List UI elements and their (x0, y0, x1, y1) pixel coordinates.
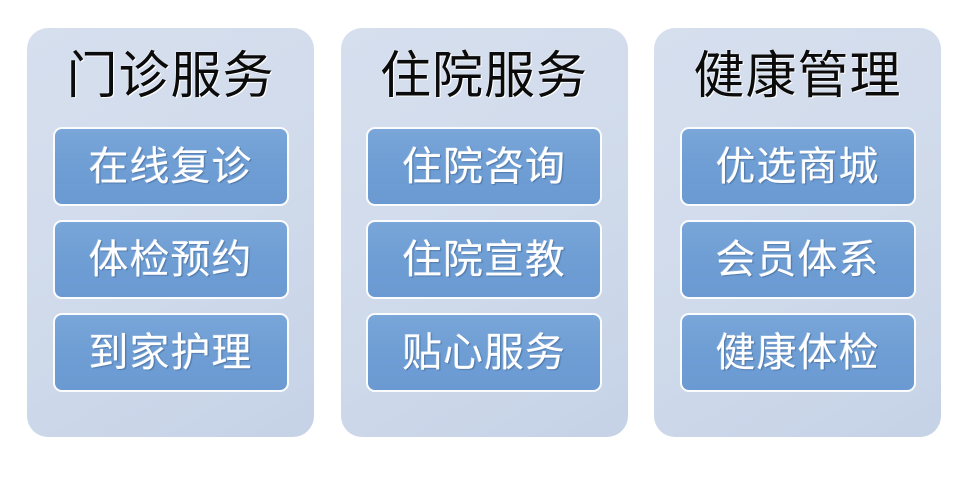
service-button-checkup-appointment[interactable]: 体检预约 (52, 220, 289, 299)
button-stack-inpatient: 住院咨询 住院宣教 贴心服务 (341, 127, 628, 437)
service-button-health-checkup[interactable]: 健康体检 (679, 313, 916, 392)
button-stack-health-management: 优选商城 会员体系 健康体检 (654, 127, 941, 437)
service-button-online-followup[interactable]: 在线复诊 (52, 127, 289, 206)
button-stack-outpatient: 在线复诊 体检预约 到家护理 (27, 127, 314, 437)
service-button-preferred-mall[interactable]: 优选商城 (679, 127, 916, 206)
card-title-outpatient: 门诊服务 (66, 49, 275, 105)
service-card-health-management: 健康管理 优选商城 会员体系 健康体检 (654, 28, 941, 437)
card-title-health-management: 健康管理 (693, 49, 902, 105)
service-column-group: 门诊服务 在线复诊 体检预约 到家护理 住院服务 住院咨询 住院宣教 贴心服务 … (27, 28, 941, 437)
service-card-outpatient: 门诊服务 在线复诊 体检预约 到家护理 (27, 28, 314, 437)
service-button-inpatient-consultation[interactable]: 住院咨询 (366, 127, 602, 206)
card-title-inpatient: 住院服务 (379, 49, 588, 105)
service-button-home-nursing[interactable]: 到家护理 (52, 313, 289, 392)
service-card-inpatient: 住院服务 住院咨询 住院宣教 贴心服务 (340, 28, 628, 437)
service-button-inpatient-education[interactable]: 住院宣教 (366, 220, 602, 299)
service-button-considerate-service[interactable]: 贴心服务 (366, 313, 602, 392)
service-button-membership-system[interactable]: 会员体系 (679, 220, 916, 299)
